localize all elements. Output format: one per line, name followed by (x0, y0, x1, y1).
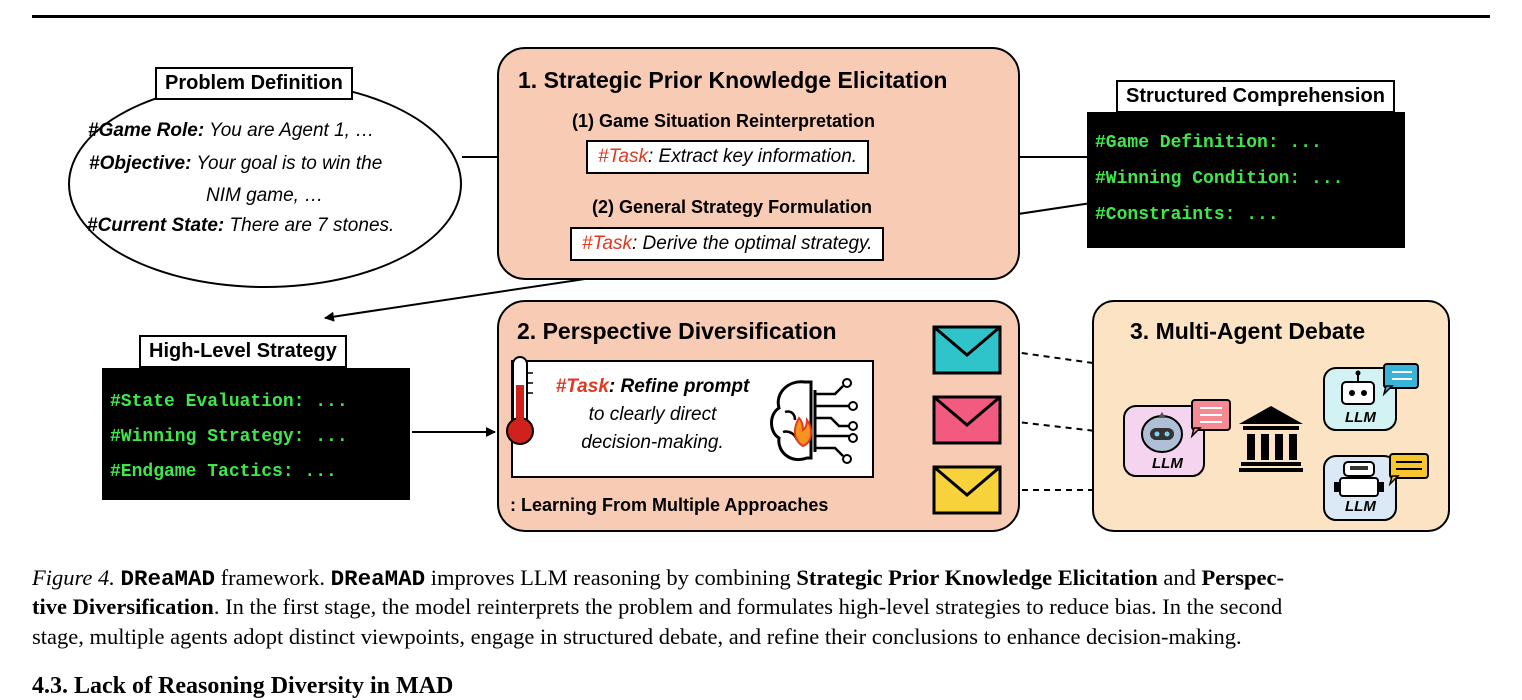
courthouse-icon (1239, 406, 1303, 472)
figure-caption-line-2: tive Diversification. In the first stage… (32, 594, 1283, 619)
stage1-task-box-2: #Task: Derive the optimal strategy. (570, 227, 885, 261)
llm-agent-icon (1323, 363, 1419, 431)
stage1-task-box-1: #Task: Extract key information. (586, 140, 870, 174)
figure-caption-line-3: stage, multiple agents adopt distinct vi… (32, 624, 1242, 649)
structured-item: #Winning Condition: ... (1095, 169, 1344, 189)
llm-agent-icon (1323, 453, 1429, 521)
llm-label: LLM (1152, 455, 1183, 472)
strategy-item: #Winning Strategy: ... (110, 427, 348, 447)
stage1-title: 1. Strategic Prior Knowledge Elicitation (518, 67, 948, 93)
stage3-title: 3. Multi-Agent Debate (1130, 318, 1366, 344)
problem-definition-title: Problem Definition (155, 67, 353, 100)
stage2-task-text: #Task: Refine prompt to clearly direct d… (555, 376, 750, 453)
problem-line-objective-cont: NIM game, … (206, 185, 324, 206)
stage2-title: 2. Perspective Diversification (517, 318, 837, 344)
llm-agent-icon (1123, 399, 1231, 477)
envelope-icon-yellow (932, 465, 1002, 515)
thermometer-icon (506, 356, 534, 445)
brain-circuit-icon (770, 378, 858, 464)
strategy-item: #Endgame Tactics: ... (110, 462, 337, 482)
problem-line-objective: #Objective: Your goal is to win the (89, 153, 383, 174)
llm-label: LLM (1345, 409, 1376, 426)
problem-line-state: #Current State: There are 7 stones. (87, 215, 395, 236)
problem-definition-ellipse (68, 80, 462, 288)
envelope-icon-teal (932, 325, 1002, 375)
top-rule (32, 15, 1490, 18)
high-level-strategy-panel: #State Evaluation: ... #Winning Strategy… (102, 368, 410, 500)
envelope-icon-pink (932, 395, 1002, 445)
stage2-caption: : Learning From Multiple Approaches (510, 495, 829, 515)
structured-item: #Game Definition: ... (1095, 133, 1322, 153)
stage1-sub1-title: (1) Game Situation Reinterpretation (572, 111, 876, 131)
high-level-strategy-title: High-Level Strategy (139, 335, 347, 368)
structured-item: #Constraints: ... (1095, 205, 1279, 225)
llm-label: LLM (1345, 498, 1376, 515)
task-tag: #Task (598, 146, 648, 167)
structured-comprehension-panel: #Game Definition: ... #Winning Condition… (1087, 112, 1405, 248)
problem-line-role: #Game Role: You are Agent 1, … (88, 120, 375, 141)
strategy-item: #State Evaluation: ... (110, 392, 348, 412)
stage1-sub2-title: (2) General Strategy Formulation (592, 197, 873, 217)
structured-comprehension-title: Structured Comprehension (1116, 80, 1395, 113)
figure-caption-line-1: Figure 4. DReaMAD framework. DReaMAD imp… (32, 565, 1284, 592)
task-tag: #Task (582, 233, 632, 254)
